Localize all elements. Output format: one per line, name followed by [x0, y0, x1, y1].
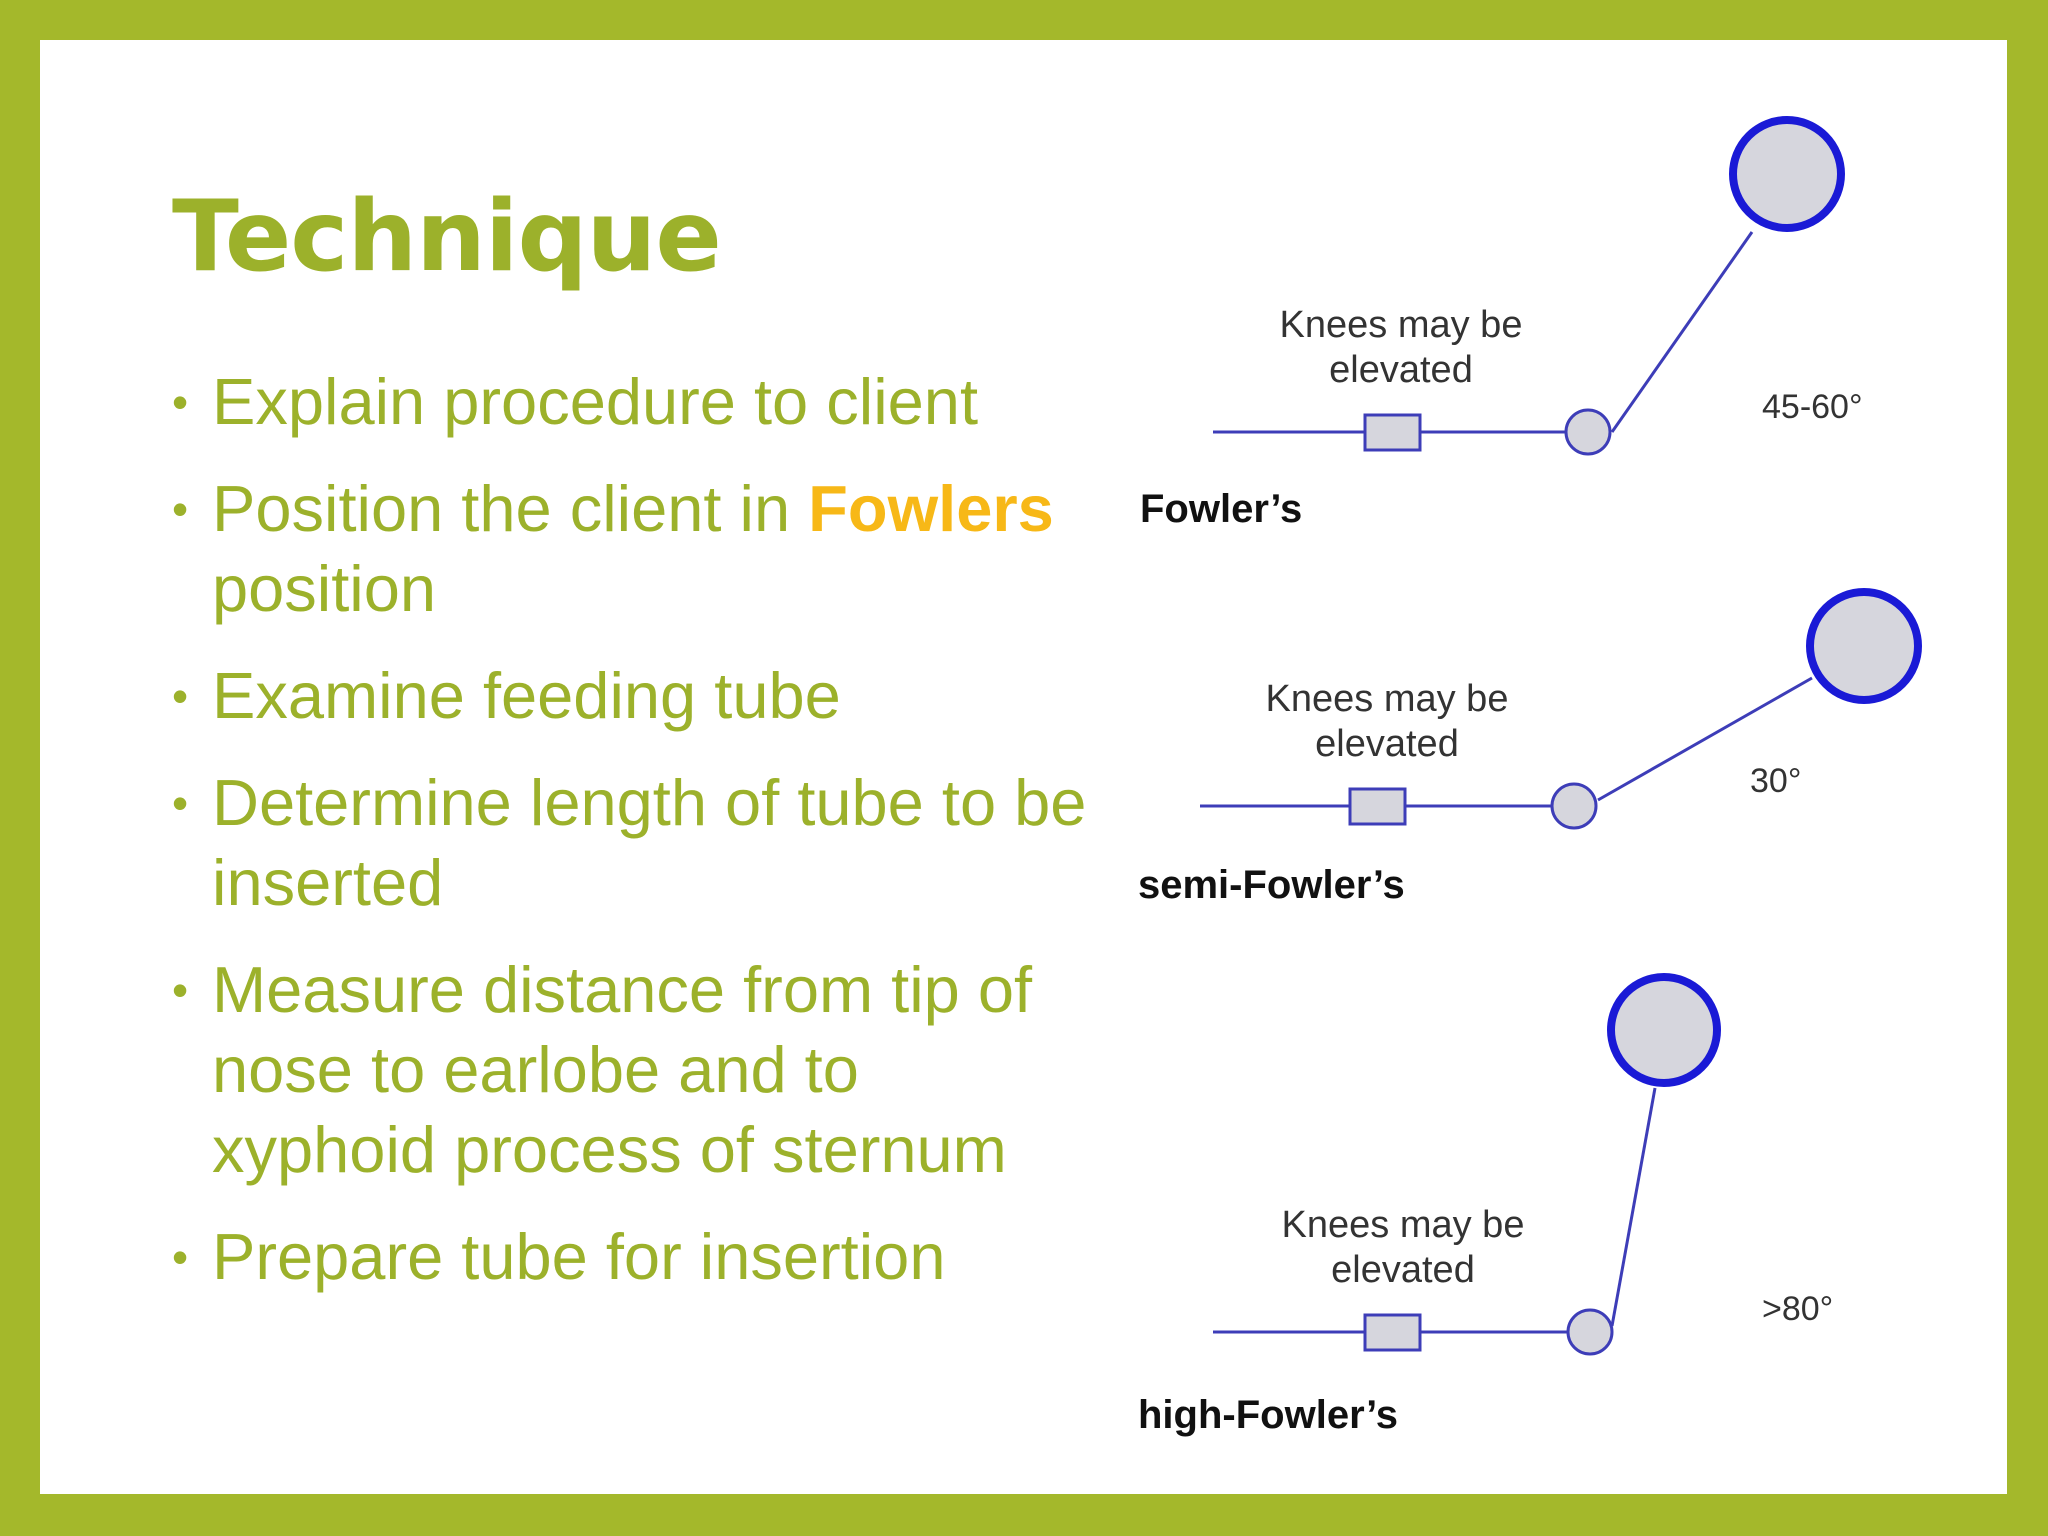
high-fowlers-figure: Knees may be elevated >80° high-Fowler’s — [1138, 973, 1833, 1437]
knee-icon — [1348, 787, 1407, 826]
knee-note-line2: elevated — [1331, 1249, 1475, 1291]
bullet-text: Prepare tube for insertion — [212, 1220, 946, 1293]
angle-label: 45-60° — [1762, 388, 1863, 426]
slide — [40, 40, 2007, 1494]
knee-icon — [1363, 413, 1422, 452]
angle-label: 30° — [1750, 762, 1801, 800]
bullet-item: • Prepare tube for insertion — [172, 1217, 1092, 1297]
bullet-dot-icon: • — [172, 483, 189, 535]
knee-note-line1: Knees may be — [1282, 1204, 1525, 1246]
knee-note-line1: Knees may be — [1280, 304, 1523, 346]
bullet-text: Examine feeding tube — [212, 659, 841, 732]
hip-icon — [1550, 782, 1598, 830]
hip-icon — [1564, 408, 1612, 456]
torso-line — [1610, 231, 1754, 433]
angle-label: >80° — [1762, 1290, 1833, 1328]
bullet-text: Explain procedure to client — [212, 365, 979, 438]
position-name: Fowler’s — [1140, 487, 1302, 531]
knee-note-line1: Knees may be — [1266, 678, 1509, 720]
bullet-dot-icon: • — [172, 670, 189, 722]
position-name: high-Fowler’s — [1138, 1393, 1398, 1437]
bullet-dot-icon: • — [172, 376, 189, 428]
bullet-text: Determine length of tube to be inserted — [212, 766, 1087, 919]
knee-icon — [1363, 1313, 1422, 1352]
knee-note-line2: elevated — [1329, 349, 1473, 391]
bullet-text-after: position — [212, 552, 437, 625]
bullet-item: • Explain procedure to client — [172, 362, 1092, 442]
bullet-item: • Examine feeding tube — [172, 656, 1092, 736]
knee-note-line2: elevated — [1315, 723, 1459, 765]
torso-line — [1597, 676, 1813, 802]
head-icon — [1729, 116, 1845, 232]
head-icon — [1607, 973, 1721, 1087]
bullet-dot-icon: • — [172, 964, 189, 1016]
bullet-text: Position the client in — [212, 472, 809, 545]
head-icon — [1806, 588, 1922, 704]
semi-fowlers-figure: Knees may be elevated 30° semi-Fowler’s — [1138, 588, 1922, 907]
fowlers-figure: Knees may be elevated 45-60° Fowler’s — [1140, 116, 1863, 531]
highlight-fowlers: Fowlers — [808, 472, 1054, 545]
bullet-text: Measure distance from tip of nose to ear… — [212, 953, 1033, 1186]
bullet-list: • Explain procedure to client • Position t… — [172, 362, 1092, 1324]
bullet-item: • Measure distance from tip of nose to ea… — [172, 950, 1092, 1190]
hip-icon — [1566, 1308, 1614, 1356]
bullet-item: • Position the client in Fowlers position — [172, 469, 1092, 629]
bullet-dot-icon: • — [172, 1231, 189, 1283]
slide-title: Technique — [172, 180, 722, 294]
bullet-item: • Determine length of tube to be inserted — [172, 763, 1092, 923]
torso-line — [1610, 1087, 1657, 1327]
bullet-dot-icon: • — [172, 777, 189, 829]
position-name: semi-Fowler’s — [1138, 863, 1405, 907]
